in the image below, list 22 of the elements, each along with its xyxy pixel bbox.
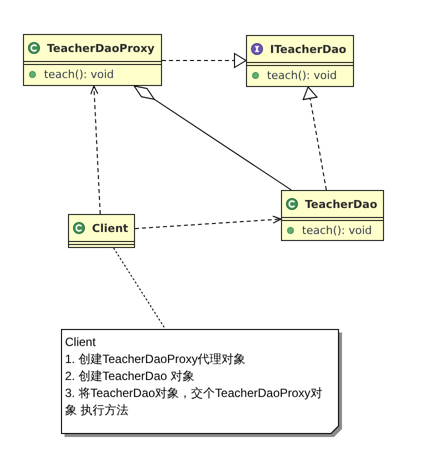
note-title: Client [65,334,97,351]
aggregation-line [134,86,292,190]
note-step: 3. 将TeacherDao对象，交个TeacherDaoProxy对象 执行方法 [65,385,327,419]
note-box [61,329,343,438]
class-box [23,34,162,86]
class-box [68,214,135,248]
note-link [113,248,166,330]
note-step: 1. 创建TeacherDaoProxy代理对象 [65,351,327,368]
class-name: Client [92,222,128,234]
method-signature: teach(): void [267,69,337,82]
dependency-arrow [134,216,282,230]
class-box [281,190,384,241]
method-signature: teach(): void [44,68,114,81]
note-step: 2. 创建TeacherDao 对象 [65,368,327,385]
class-name: TeacherDaoProxy [47,42,155,54]
dependency-arrow [90,86,101,214]
realization-arrow [302,86,327,190]
class-name: TeacherDao [305,198,378,210]
interface-box [246,35,354,87]
interface-name: ITeacherDao [270,42,346,56]
realization-arrow [162,53,246,68]
method-signature: teach(): void [302,224,372,237]
